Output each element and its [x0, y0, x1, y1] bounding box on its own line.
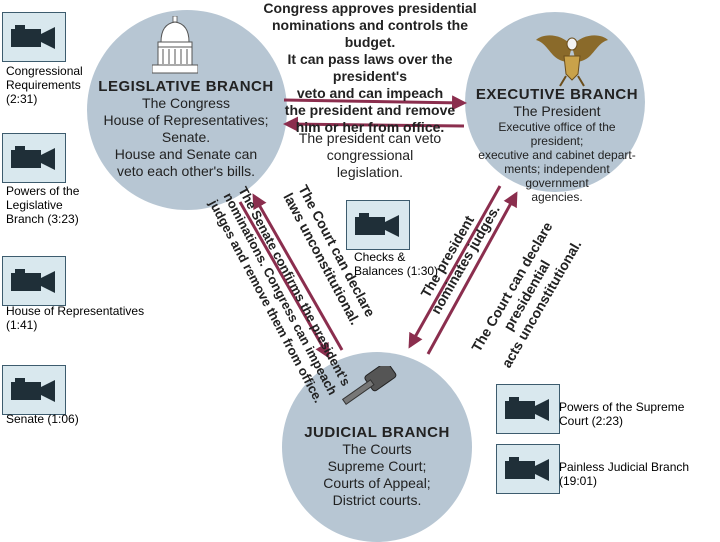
video-button-checks-and-balances[interactable]: [346, 200, 410, 250]
video-button-powers-supreme-court[interactable]: [496, 384, 560, 434]
caption-line: nominations and controls the budget.: [271, 17, 468, 50]
arrow-president-to-courts: [408, 185, 502, 349]
capitol-icon: [152, 16, 198, 74]
video-camera-icon: [11, 146, 55, 170]
caption-president-to-congress: The president can veto congressional leg…: [290, 130, 450, 181]
caption-line: The president can veto: [298, 130, 442, 146]
judicial-branch-text: JUDICIAL BRANCH The Courts Supreme Court…: [292, 424, 462, 509]
judicial-line3: Courts of Appeal;: [323, 475, 431, 491]
video-button-painless-judicial[interactable]: [496, 444, 560, 494]
video-camera-icon: [355, 213, 399, 237]
video-camera-icon: [11, 269, 55, 293]
caption-line: It can pass laws over the president's: [287, 51, 453, 84]
legislative-line1: The Congress: [142, 95, 230, 111]
caption-line: veto and can impeach: [296, 85, 444, 101]
executive-line3: executive and cabinet depart-: [478, 148, 636, 162]
arrow-president-to-congress: [283, 116, 465, 132]
legislative-line3: Senate.: [161, 129, 211, 145]
arrow-congress-to-courts: [238, 201, 330, 359]
judicial-line4: District courts.: [332, 492, 422, 508]
judicial-title: JUDICIAL BRANCH: [304, 424, 450, 441]
arrow-courts-to-president: [426, 191, 518, 355]
legislative-branch-text: LEGISLATIVE BRANCH The Congress House of…: [96, 78, 276, 180]
legislative-line5: veto each other's bills.: [116, 163, 256, 179]
video-label-congressional-requirements[interactable]: Congressional Requirements (2:31): [6, 64, 83, 106]
video-camera-icon: [505, 457, 549, 481]
legislative-title: LEGISLATIVE BRANCH: [98, 78, 274, 95]
executive-line1: The President: [513, 103, 601, 119]
video-label-checks-and-balances[interactable]: Checks & Balances (1:30): [354, 250, 439, 278]
executive-line4: ments; independent: [504, 162, 610, 176]
arrow-congress-to-president: [283, 95, 467, 111]
caption-line: Congress approves presidential: [263, 0, 477, 16]
eagle-icon: [536, 35, 608, 87]
video-label-house-of-representatives[interactable]: House of Representatives (1:41): [6, 304, 145, 332]
caption-line: congressional: [326, 147, 414, 163]
video-button-house-of-representatives[interactable]: [2, 256, 66, 306]
video-button-powers-legislative[interactable]: [2, 133, 66, 183]
judicial-line2: Supreme Court;: [327, 458, 427, 474]
gavel-icon: [341, 366, 397, 405]
video-camera-icon: [11, 25, 55, 49]
video-label-powers-supreme-court[interactable]: Powers of the Supreme Court (2:23): [559, 400, 685, 428]
judicial-line1: The Courts: [342, 441, 412, 457]
executive-line6: agencies.: [531, 190, 583, 204]
arrow-courts-to-congress: [252, 193, 344, 351]
video-label-powers-legislative[interactable]: Powers of the Legislative Branch (3:23): [6, 184, 80, 226]
caption-line: him or her from office.: [295, 119, 445, 135]
video-button-congressional-requirements[interactable]: [2, 12, 66, 62]
legislative-line2: House of Representatives;: [103, 112, 269, 128]
caption-line: legislation.: [336, 164, 404, 180]
executive-title: EXECUTIVE BRANCH: [475, 86, 639, 103]
video-camera-icon: [11, 378, 55, 402]
caption-line: the president and remove: [284, 102, 456, 118]
executive-branch-text: EXECUTIVE BRANCH The President Executive…: [472, 86, 642, 204]
video-button-senate[interactable]: [2, 365, 66, 415]
video-label-senate[interactable]: Senate (1:06): [6, 412, 79, 426]
legislative-line4: House and Senate can: [114, 146, 258, 162]
executive-line5: government: [525, 176, 589, 190]
executive-line2: Executive office of the president;: [498, 120, 616, 148]
video-label-painless-judicial[interactable]: Painless Judicial Branch (19:01): [559, 460, 690, 488]
caption-congress-to-president: Congress approves presidential nominatio…: [250, 0, 490, 136]
video-camera-icon: [505, 397, 549, 421]
